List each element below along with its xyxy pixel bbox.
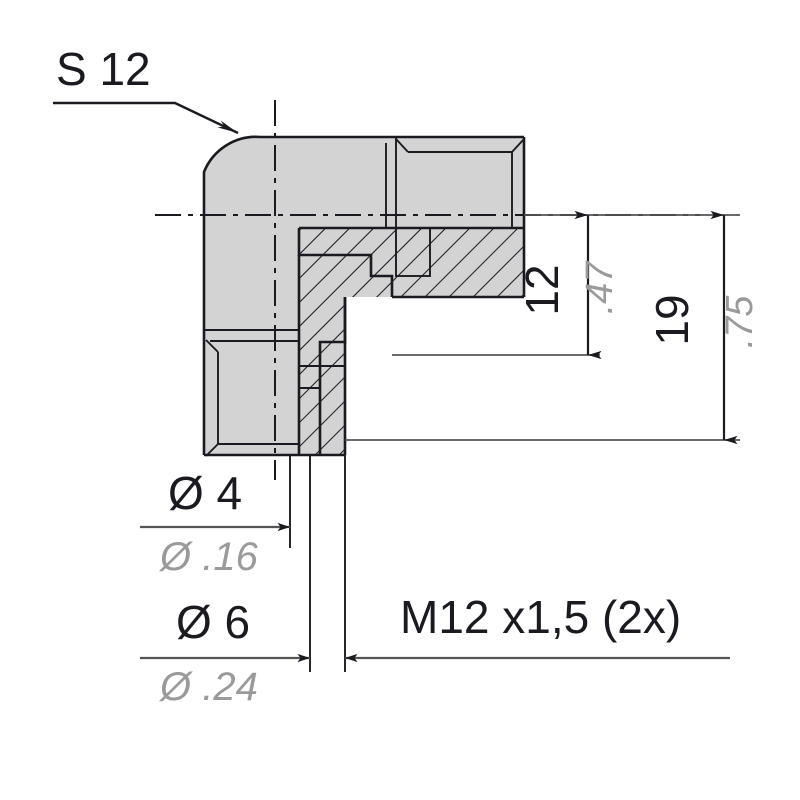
vertical-extension-lines (345, 214, 740, 441)
dim-bore-small-metric: Ø 4 (168, 467, 242, 519)
bottom-port-chamfer-end (205, 443, 219, 457)
right-counterbore (395, 227, 431, 277)
horizontal-extension-lines (289, 455, 346, 672)
bore-step-upper (297, 228, 394, 297)
dim-height-inner-metric: 12 (516, 264, 568, 315)
hatch-upper-wall (299, 228, 524, 297)
hex-size-leader-line (53, 101, 239, 135)
bottom-thread-chamfer (205, 339, 219, 353)
bore-step-lower (318, 297, 347, 455)
right-thread-chamfer-top (395, 138, 409, 153)
bore-cavity-fill (345, 297, 524, 455)
hatch-corner-web (299, 228, 392, 455)
dim-height-outer-metric: 19 (646, 294, 698, 345)
dim-bore-large-imperial: Ø .24 (158, 665, 258, 709)
hex-size-label: S 12 (56, 43, 151, 95)
internal-bore-group (345, 297, 524, 455)
vertical-dimensions-group: 12 .47 19 .75 (345, 210, 761, 445)
section-hatching-group (299, 228, 524, 455)
dim-bore-small-imperial: Ø .16 (158, 535, 259, 579)
outer-silhouette (202, 135, 524, 455)
dim-height-outer-imperial: .75 (719, 295, 761, 349)
dim-height-inner-imperial: .47 (579, 260, 621, 315)
horizontal-dimensions-group: Ø 4 Ø .16 Ø 6 Ø .24 M12 x1,5 (2x) (140, 455, 730, 709)
hatch-lower-wall (299, 342, 345, 455)
detail-lines-group (204, 137, 525, 457)
dim-bore-large-metric: Ø 6 (176, 596, 250, 648)
thread-callout-label: M12 x1,5 (2x) (400, 591, 681, 643)
right-port-chamfer-end (511, 138, 525, 153)
hex-size-leader-group (53, 101, 239, 135)
